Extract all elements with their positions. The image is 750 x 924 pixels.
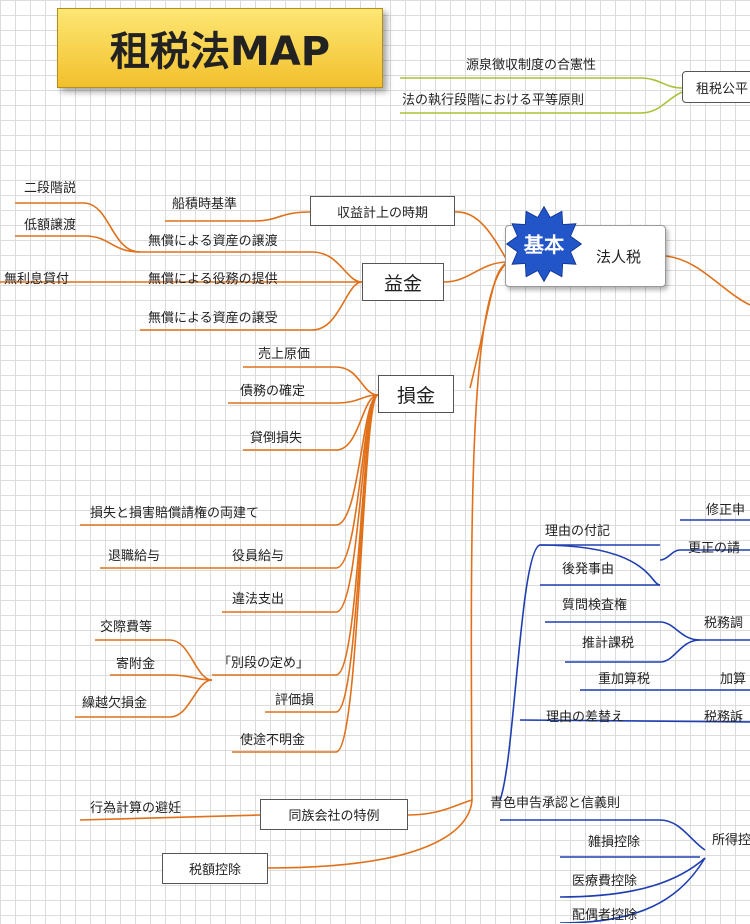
dozoku-leaf: 行為計算の避妊 xyxy=(90,801,182,816)
ekikin-item: 無償による資産の譲受 xyxy=(148,311,278,326)
ekikin-sub: 無利息貸付 xyxy=(4,272,70,287)
zeigaku-box[interactable]: 税額控除 xyxy=(162,853,268,884)
sonkin-item: 違法支出 xyxy=(232,592,285,607)
chosa-sub: 質問検査権 xyxy=(562,598,628,613)
sozei-kohei-box[interactable]: 租税公平 xyxy=(682,71,750,103)
chosa-node: 税務調 xyxy=(704,616,744,631)
betsudan-sub: 繰越欠損金 xyxy=(82,696,148,711)
shueki-leaf: 船積時基準 xyxy=(172,197,238,212)
shueki-box[interactable]: 収益計上の時期 xyxy=(310,196,455,226)
sonkin-box[interactable]: 損金 xyxy=(378,375,454,413)
ekikin-sub: 二段階説 xyxy=(24,181,77,196)
center-label: 法人税 xyxy=(596,248,642,266)
ekikin-sub: 低額譲渡 xyxy=(24,218,77,233)
kasan-node: 加算 xyxy=(720,672,747,687)
sonkin-item: 評価損 xyxy=(275,693,315,708)
ekikin-item: 無償による役務の提供 xyxy=(148,272,278,287)
kosei-sub: 後発事由 xyxy=(562,562,615,577)
chosa-sub: 推計課税 xyxy=(582,636,635,651)
sonkin-item: 売上原価 xyxy=(258,347,311,362)
shotoku-sub: 配偶者控除 xyxy=(572,908,638,923)
starburst-badge-icon: 基本 xyxy=(505,205,583,283)
sonkin-item: 損失と損害賠償請権の両建て xyxy=(90,506,260,521)
shusei-node: 修正申 xyxy=(706,503,746,518)
aoiro-node: 青色申告承認と信義則 xyxy=(490,796,621,811)
ekikin-box[interactable]: 益金 xyxy=(362,263,444,301)
top-item-a: 源泉徴収制度の合憲性 xyxy=(466,58,597,73)
badge-text: 基本 xyxy=(523,233,565,257)
kosei-sub: 理由の付記 xyxy=(545,524,611,539)
sonkin-item: 「別段の定め」 xyxy=(218,656,310,671)
sonkin-item: 貸倒損失 xyxy=(250,431,303,446)
betsudan-sub: 寄附金 xyxy=(116,657,156,672)
dozoku-box[interactable]: 同族会社の特例 xyxy=(260,799,408,830)
kosei-node: 更正の請 xyxy=(688,541,741,556)
shotoku-sub: 雑損控除 xyxy=(588,835,641,850)
map-title: 租税法MAP xyxy=(57,8,383,88)
kasan-sub: 重加算税 xyxy=(598,672,651,687)
ekikin-item: 無償による資産の譲渡 xyxy=(148,234,278,249)
sonkin-item: 使途不明金 xyxy=(240,733,306,748)
top-item-b: 法の執行段階における平等原則 xyxy=(402,93,585,108)
shotoku-sub: 医療費控除 xyxy=(572,874,638,889)
shotoku-node: 所得控 xyxy=(712,833,750,848)
sosho-node: 税務訴 xyxy=(704,710,744,725)
betsudan-sub: 交際費等 xyxy=(100,620,153,635)
yakuin-sub: 退職給与 xyxy=(108,549,161,564)
sosho-sub: 理由の差替え xyxy=(546,710,625,725)
sonkin-item: 役員給与 xyxy=(232,549,285,564)
sonkin-item: 債務の確定 xyxy=(240,384,306,399)
